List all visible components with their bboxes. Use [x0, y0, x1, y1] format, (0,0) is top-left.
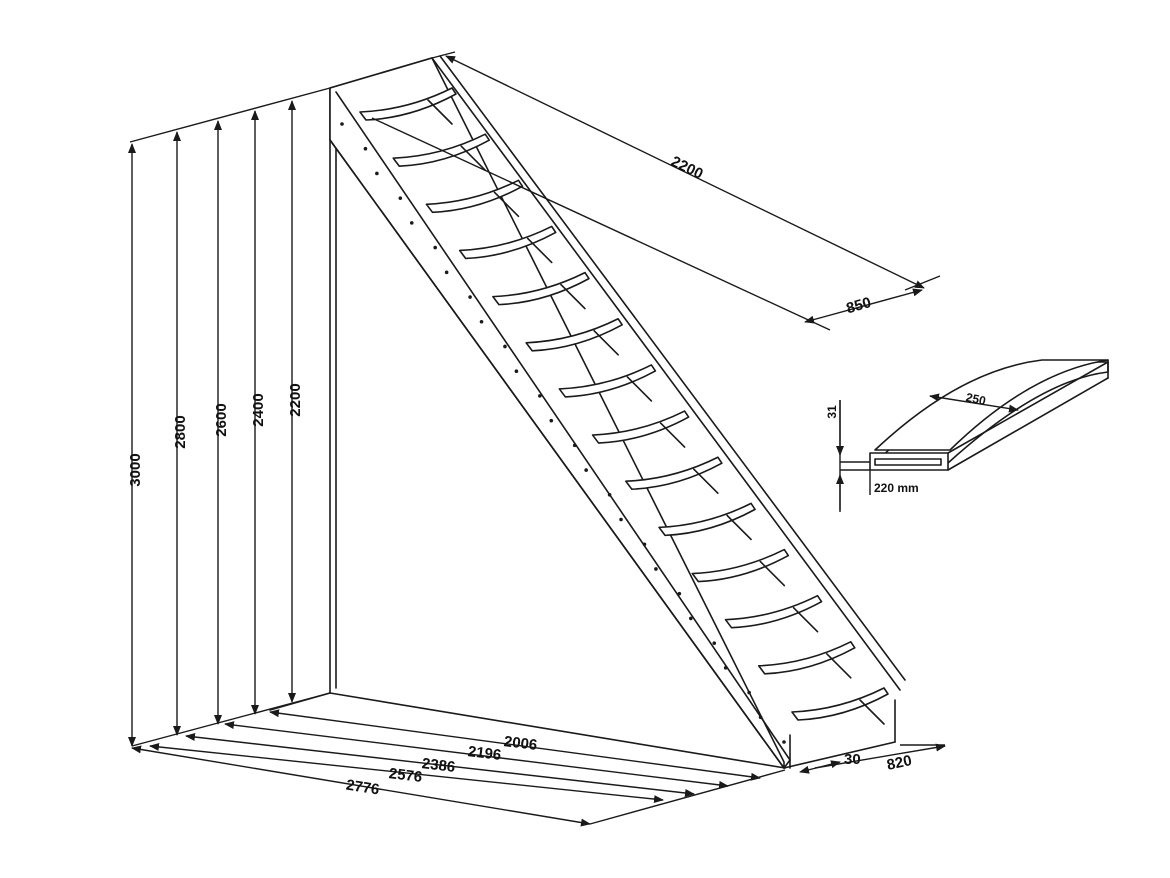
- stair-riser-line: [626, 376, 653, 402]
- bottom-width-label: 820: [885, 752, 913, 774]
- floor-label-2196: 2196: [467, 743, 502, 764]
- stair-tread: [791, 687, 889, 721]
- floor-dimensions: 2006 2196 2386 2576 2776: [131, 709, 786, 827]
- tread-depth-label: 250: [965, 390, 988, 408]
- stringer-hole: [340, 122, 344, 126]
- height-label-3000: 3000: [127, 453, 144, 486]
- stringer-hole: [398, 196, 403, 200]
- tread-width-label: 220 mm: [874, 481, 919, 495]
- stringer-hole: [503, 344, 507, 349]
- stair-tread: [724, 594, 823, 629]
- stringer-hole: [433, 245, 438, 250]
- floor-label-2576: 2576: [388, 765, 423, 786]
- stair-riser-line: [560, 283, 586, 310]
- stringer-hole: [782, 740, 786, 744]
- floor-label-2386: 2386: [421, 755, 456, 776]
- height-label-2400: 2400: [250, 393, 267, 426]
- stringer-hole: [584, 468, 588, 472]
- stringer-hole: [409, 221, 414, 225]
- stair-riser-line: [825, 653, 852, 679]
- stair-riser-line: [659, 422, 686, 448]
- stair-tread: [691, 548, 790, 583]
- bottom-offset-label: 30: [844, 751, 861, 768]
- height-label-2600: 2600: [213, 403, 230, 436]
- stair-riser-line: [859, 699, 885, 725]
- stringer-hole: [514, 369, 519, 374]
- stringer-hole: [572, 443, 577, 448]
- stair-tread: [591, 410, 690, 444]
- tread-thickness-label: 31: [825, 405, 839, 419]
- stringer-hole: [723, 666, 728, 670]
- stair-width-dimension: 850: [371, 117, 923, 331]
- stair-tread: [558, 364, 657, 398]
- height-label-2800: 2800: [172, 415, 189, 448]
- stair-riser-line: [792, 606, 819, 633]
- height-dimensions: 3000 2800 2600 2400 2200: [127, 87, 331, 747]
- stringer-hole: [619, 517, 623, 522]
- stair-tread: [525, 317, 623, 352]
- stair-riser-line: [593, 329, 619, 356]
- stringer-hole: [444, 270, 449, 275]
- height-label-2200: 2200: [287, 383, 304, 416]
- stringer-hole: [712, 641, 717, 645]
- stringer-hole: [689, 616, 693, 621]
- stringer-hole: [468, 295, 472, 299]
- stringer-hole: [538, 394, 542, 398]
- stringer-hole: [549, 418, 554, 423]
- floor-label-2776: 2776: [345, 777, 381, 799]
- stringer-hole: [479, 319, 484, 324]
- stringer-hole: [758, 715, 763, 720]
- stair-width-label: 850: [844, 294, 873, 317]
- stringer-hole: [642, 542, 647, 547]
- tread-detail: 250 31 220 mm: [825, 359, 1109, 512]
- bottom-width-dimension: 30 820: [799, 743, 946, 774]
- stringer-hole: [747, 690, 751, 695]
- stair-tread: [757, 641, 856, 675]
- stringer-hole: [654, 567, 658, 571]
- stair-tread: [658, 502, 756, 537]
- stair-tread: [625, 456, 723, 491]
- floor-label-2006: 2006: [503, 733, 538, 754]
- stair-length-label: 2200: [668, 153, 705, 183]
- stringer-hole: [363, 146, 368, 151]
- stringer-hole: [607, 493, 612, 497]
- stair-riser-line: [693, 468, 719, 495]
- stair-riser-line: [726, 514, 752, 541]
- stringer-hole: [677, 591, 682, 596]
- stringer-hole: [375, 171, 379, 176]
- stair-riser-line: [759, 560, 786, 587]
